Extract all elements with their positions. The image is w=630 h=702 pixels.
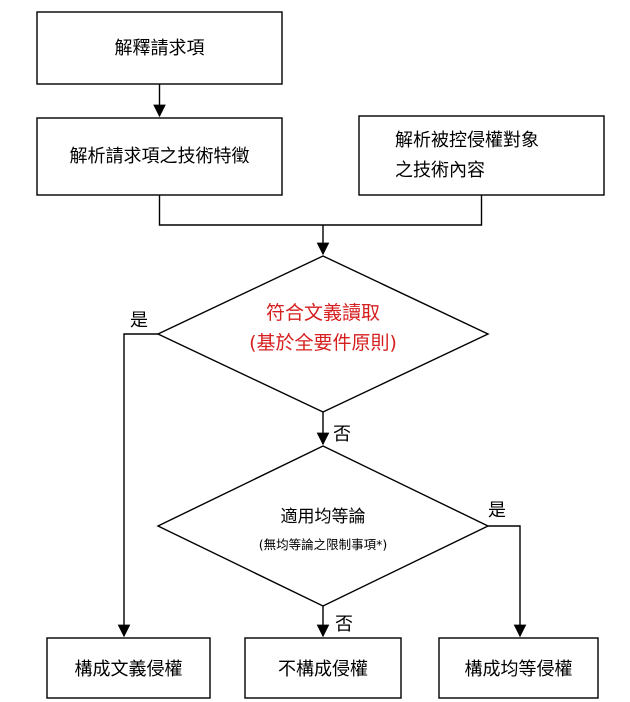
interpret-claims-box: 解釋請求項 xyxy=(36,11,283,85)
no-infringement-label: 不構成侵權 xyxy=(278,659,368,680)
literal-reading-label-line1: 符合文義讀取 xyxy=(266,302,380,324)
arrow-equivalents-yes xyxy=(488,525,527,638)
literal-yes-label: 是 xyxy=(130,310,148,331)
equivalents-yes-label: 是 xyxy=(488,500,506,521)
no-infringement-box: 不構成侵權 xyxy=(244,637,402,699)
interpret-claims-label: 解釋請求項 xyxy=(115,38,205,59)
analyze-accused-label-line2: 之技術內容 xyxy=(395,160,485,181)
literal-no-label: 否 xyxy=(333,424,351,445)
doctrine-equivalents-label-line2: (無均等論之限制事項*) xyxy=(259,537,388,552)
doctrine-equivalents-label-line1: 適用均等論 xyxy=(281,507,366,527)
arrow-literal-yes xyxy=(117,333,158,638)
analyze-claim-features-box: 解析請求項之技術特徵 xyxy=(36,117,283,196)
equivalent-infringement-label: 構成均等侵權 xyxy=(465,659,573,680)
equivalent-infringement-box: 構成均等侵權 xyxy=(438,637,599,699)
equivalents-no-label: 否 xyxy=(335,614,353,635)
analyze-claim-features-label: 解析請求項之技術特徵 xyxy=(70,146,250,167)
analyze-accused-box: 解析被控侵權對象 之技術內容 xyxy=(358,115,605,196)
literal-infringement-box: 構成文義侵權 xyxy=(46,637,211,699)
literal-reading-decision: 符合文義讀取 (基於全要件原則) xyxy=(156,255,490,413)
literal-reading-label-line2: (基於全要件原則) xyxy=(249,332,397,354)
literal-infringement-label: 構成文義侵權 xyxy=(75,659,183,680)
merge-connector xyxy=(158,195,483,226)
doctrine-equivalents-decision: 適用均等論 (無均等論之限制事項*) xyxy=(156,445,490,607)
analyze-accused-label-line1: 解析被控侵權對象 xyxy=(395,130,539,151)
